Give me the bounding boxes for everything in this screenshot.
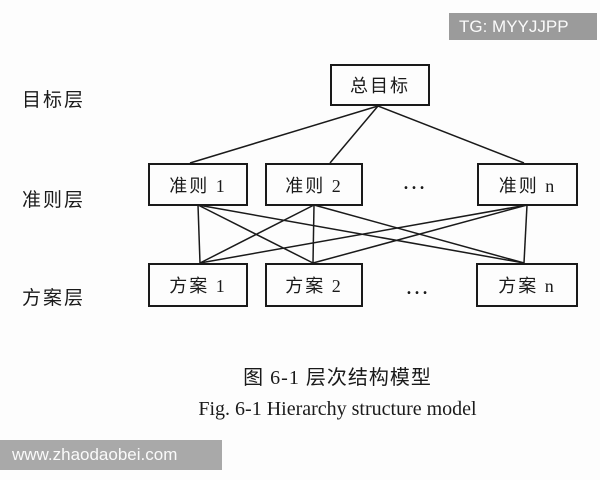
node-alternative-1-label: 方案 1 bbox=[169, 276, 227, 296]
node-goal: 总目标 bbox=[330, 64, 430, 106]
criteria-ellipsis: … bbox=[402, 169, 429, 195]
alternatives-ellipsis: … bbox=[405, 274, 432, 300]
figure-caption-en: Fig. 6-1 Hierarchy structure model bbox=[198, 398, 477, 420]
node-alternative-n: 方案 n bbox=[476, 263, 578, 307]
edge-goal-c1 bbox=[189, 105, 379, 164]
node-alternative-2: 方案 2 bbox=[265, 263, 363, 307]
node-alternative-n-label: 方案 n bbox=[498, 276, 556, 296]
figure-captions: 图 6-1 层次结构模型 Fig. 6-1 Hierarchy structur… bbox=[70, 361, 600, 421]
edge-c2-a1 bbox=[199, 204, 315, 264]
node-criterion-1-label: 准则 1 bbox=[169, 175, 227, 196]
node-criterion-1: 准则 1 bbox=[148, 163, 248, 206]
node-criterion-2-label: 准则 2 bbox=[285, 175, 343, 196]
layer-label-alternatives: 方案层 bbox=[22, 288, 86, 309]
telegram-watermark-badge: TG: MYYJJPP bbox=[449, 13, 597, 40]
node-criterion-2: 准则 2 bbox=[265, 163, 363, 206]
edge-goal-c2 bbox=[329, 105, 379, 164]
node-goal-label: 总目标 bbox=[350, 76, 410, 96]
edge-cn-an bbox=[523, 204, 528, 264]
edge-c1-a1 bbox=[197, 204, 201, 264]
edge-c2-a2 bbox=[312, 204, 315, 264]
layer-label-criteria: 准则层 bbox=[22, 190, 86, 211]
node-alternative-1: 方案 1 bbox=[148, 263, 248, 307]
edge-cn-a2 bbox=[312, 204, 528, 264]
edge-goal-cn bbox=[377, 105, 525, 164]
edge-cn-a1 bbox=[199, 204, 528, 264]
figure-caption-zh: 图 6-1 层次结构模型 bbox=[243, 367, 432, 389]
node-alternative-2-label: 方案 2 bbox=[285, 276, 343, 296]
node-criterion-n: 准则 n bbox=[477, 163, 578, 206]
website-watermark-badge: www.zhaodaobei.com bbox=[0, 440, 222, 470]
layer-label-goal: 目标层 bbox=[22, 90, 86, 111]
node-criterion-n-label: 准则 n bbox=[498, 175, 557, 196]
